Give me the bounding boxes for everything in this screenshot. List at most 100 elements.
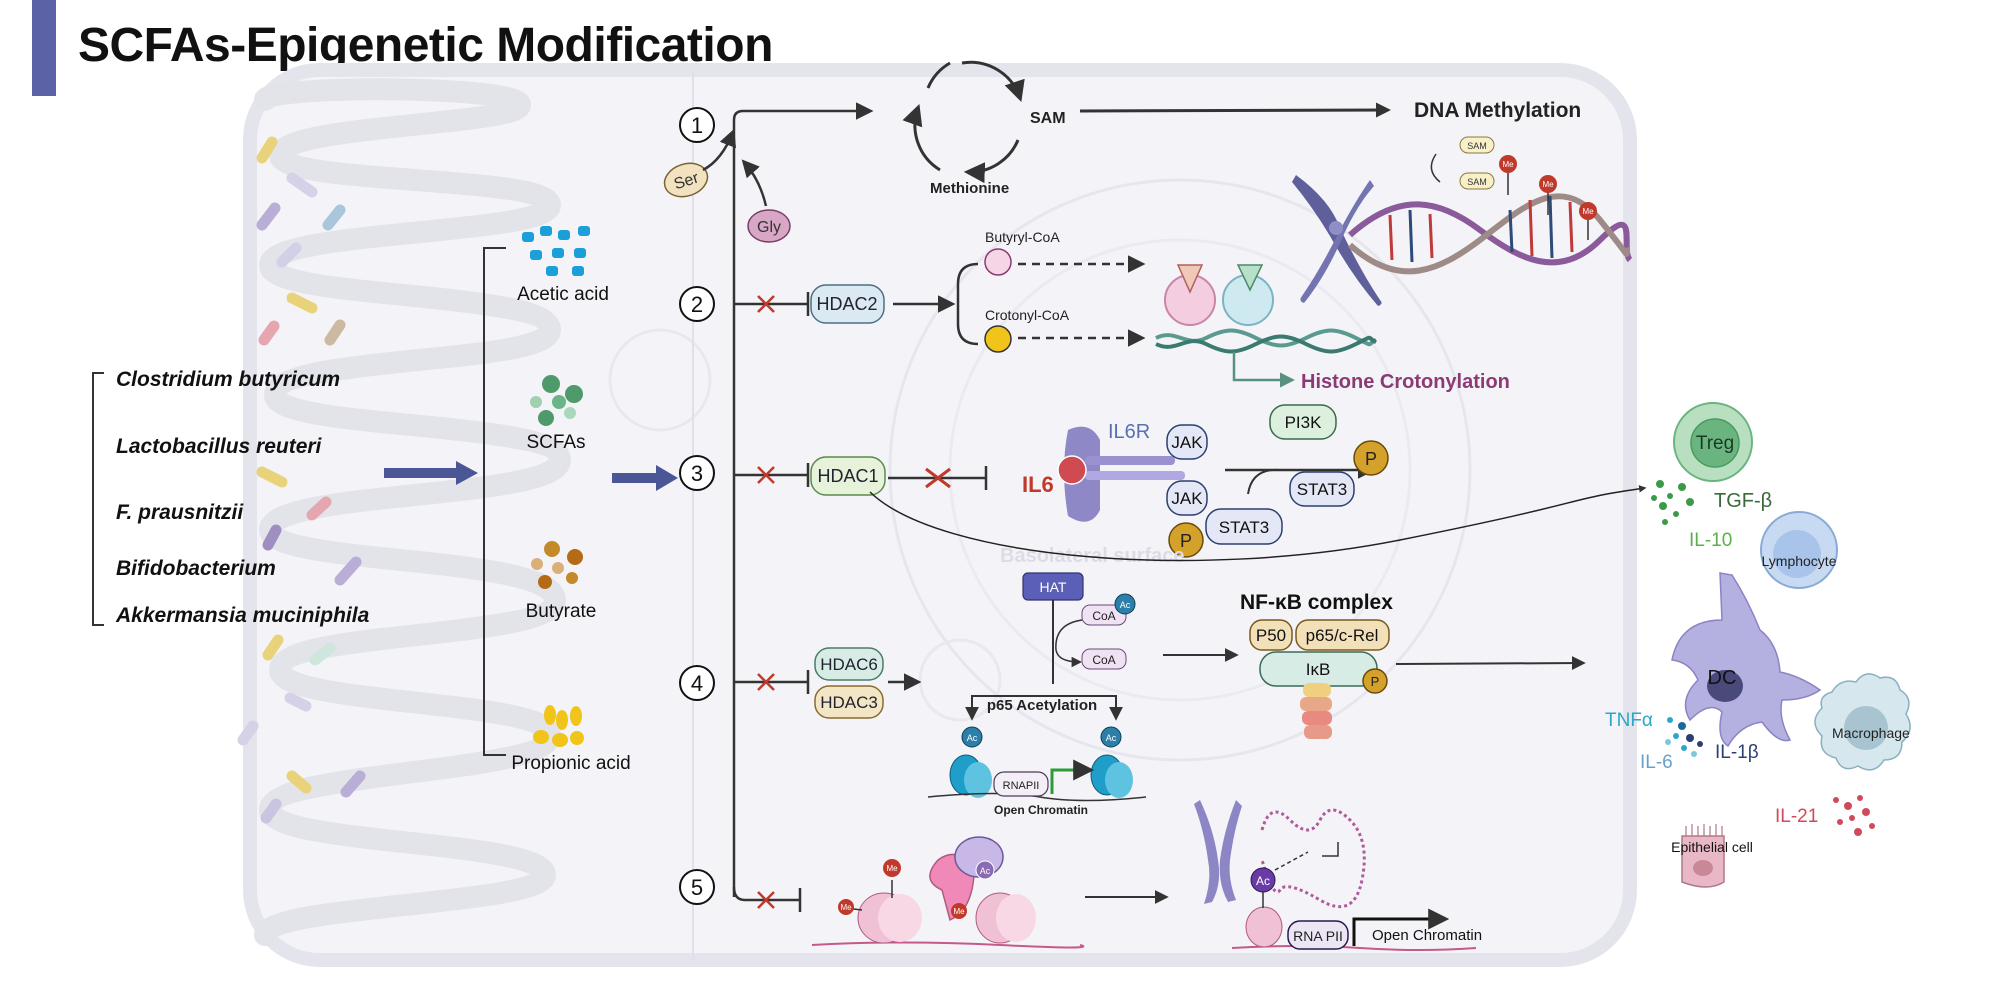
hdac6-node [814, 647, 884, 681]
scfa-label-propionic: Propionic acid [511, 753, 630, 774]
il6-label: IL6 [1022, 472, 1054, 497]
reader-triangle-icon [1176, 264, 1204, 294]
epithelial-cell-icon [1681, 824, 1725, 888]
transcription-start-icon [1352, 908, 1450, 946]
il21-label: IL-21 [1775, 806, 1818, 827]
inhibition-bars [798, 292, 810, 912]
acetyl-icon [1100, 726, 1122, 748]
jak-label: JAK [1171, 489, 1203, 508]
phosphate-label: P [1371, 674, 1380, 689]
transcription-start-icon [1050, 759, 1095, 794]
scfa-label-scfas: SCFAs [526, 432, 585, 453]
pathway-numbers: 1 2 3 4 5 [679, 107, 715, 905]
pathway-2-crotonylation: HDAC2 Butyryl-CoA Crotonyl-CoA Histone C… [810, 229, 1510, 393]
tnfa-label: TNFα [1605, 710, 1653, 731]
cytokine-dots-icon [1833, 795, 1875, 836]
histone-crotonylation-label: Histone Crotonylation [1301, 371, 1510, 393]
scfa-label-acetic: Acetic acid [517, 284, 609, 305]
il1b-label: IL-1β [1715, 742, 1759, 763]
p65-node [1295, 619, 1390, 651]
arrow-to-dna-methylation [1079, 102, 1391, 118]
sam-label: SAM [1030, 110, 1066, 127]
p50-node [1249, 619, 1293, 651]
scfas-bracket [483, 247, 506, 756]
sam-small-label: SAM [1467, 177, 1487, 187]
methyl-group-icon [883, 859, 901, 877]
pathway-number-2: 2 [691, 292, 703, 317]
bacteria-item: Clostridium butyricum [116, 368, 340, 391]
acetyl-label: Ac [967, 733, 978, 743]
bacteria-item: Bifidobacterium [116, 557, 276, 580]
arrow-to-dc [1395, 656, 1586, 671]
scfas-dots-icon [530, 375, 583, 426]
methyl-group-icon [951, 903, 967, 919]
cytokine-dots-icon [1651, 480, 1694, 525]
p65-label: p65/c-Rel [1306, 626, 1379, 645]
phosphate-icon [1168, 522, 1204, 558]
me-label: Me [840, 903, 852, 912]
hat-label: HAT [1040, 579, 1067, 595]
pi3k-label: PI3K [1285, 413, 1323, 432]
jak-node [1166, 480, 1208, 516]
methyl-group-icon [838, 899, 854, 915]
tgf-beta-label: TGF-β [1714, 490, 1772, 512]
stat3-label: STAT3 [1219, 518, 1269, 537]
me-label: Me [1542, 180, 1554, 189]
bacteria-bracket [92, 372, 104, 626]
stat3-label: STAT3 [1297, 480, 1347, 499]
nucleosome-icon [857, 892, 1036, 944]
me-label: Me [1582, 207, 1594, 216]
dc-label: DC [1708, 667, 1737, 689]
hdac6-label: HDAC6 [820, 655, 878, 674]
sam-small-badge [1459, 136, 1495, 154]
coa-badge [1081, 604, 1127, 626]
p65-acetylation-label: p65 Acetylation [987, 697, 1097, 714]
treg-label: Treg [1696, 433, 1734, 454]
title-accent-bar [32, 0, 56, 96]
arrow-head-icon [456, 461, 478, 485]
open-chromatin-label: Open Chromatin [994, 803, 1088, 817]
acetyl-icon [1114, 593, 1136, 615]
phosphate-icon [1353, 440, 1389, 476]
dendritic-cell-icon [1671, 572, 1822, 748]
pathway-number-4: 4 [691, 671, 703, 696]
gly-badge [747, 209, 791, 243]
acetyl-label: Ac [1256, 874, 1270, 888]
hdac1-node [810, 456, 886, 496]
pathway-1-methylation: Ser Gly SAM Methionine DNA Methylation [663, 60, 1633, 306]
pathway-3-il6: HDAC1 IL6 IL6R JAK JAK PI3K STAT3 P [810, 404, 1647, 567]
rnapii-node [993, 771, 1049, 797]
butyryl-coa-label: Butyryl-CoA [985, 229, 1060, 245]
il10-label: IL-10 [1689, 530, 1732, 551]
basolateral-surface-label: Basolateral surface [1000, 545, 1185, 567]
stat3-node [1205, 508, 1283, 545]
p50-label: P50 [1256, 626, 1286, 645]
bacteria-list: Clostridium butyricum Lactobacillus reut… [115, 368, 370, 627]
arrow-to-immune-cells [869, 485, 1647, 562]
acetyl-icon [961, 726, 983, 748]
coa-label: CoA [1092, 609, 1115, 623]
dna-helix-icon [1347, 193, 1633, 275]
crotonyl-coa-icon [984, 325, 1012, 353]
bacteria-item: Lactobacillus reuteri [116, 435, 323, 458]
il6-receptor-icon [1057, 426, 1185, 522]
nucleosome-icon [1245, 906, 1283, 948]
il6r-label: IL6R [1108, 421, 1150, 443]
butyryl-coa-icon [984, 248, 1012, 276]
me-label: Me [886, 864, 898, 873]
hdac1-label: HDAC1 [817, 466, 878, 486]
chromosome-icon [1194, 800, 1242, 904]
phosphate-label: P [1180, 531, 1192, 551]
rnapii-label: RNA PII [1293, 928, 1343, 944]
dna-methylation-label: DNA Methylation [1414, 99, 1581, 122]
proteasome-icon [1300, 683, 1332, 739]
cytokine-dots-icon [1665, 717, 1703, 757]
bacteria-item: F. prausnitzii [116, 501, 244, 524]
coa-badge [1081, 648, 1127, 670]
epithelial-cell-label: Epithelial cell [1671, 839, 1753, 855]
lymphocyte-label: Lymphocyte [1762, 553, 1837, 569]
bacteria-rods [237, 136, 366, 824]
methyl-group-icon [1499, 155, 1597, 240]
acetyl-label: Ac [1106, 733, 1117, 743]
methionine-label: Methionine [930, 180, 1009, 197]
